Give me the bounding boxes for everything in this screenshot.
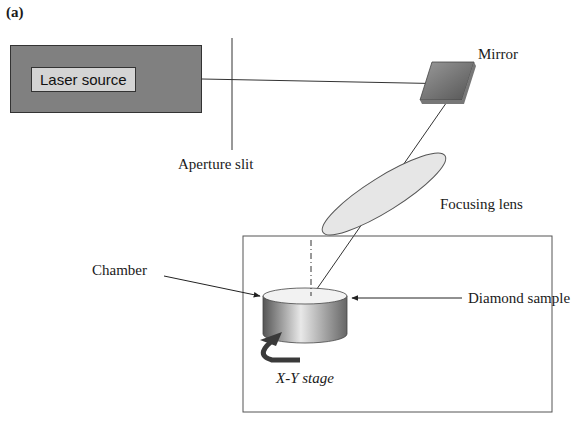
part-label: Aperture slit: [178, 156, 253, 173]
leader-line: [164, 276, 260, 296]
panel-label: (a): [6, 4, 24, 21]
focusing-lens: [314, 141, 454, 246]
part-label: Focusing lens: [440, 196, 523, 213]
part-label: Chamber: [92, 262, 147, 279]
chamber: [243, 236, 552, 412]
laser-beam: [312, 86, 458, 296]
part-label: X-Y stage: [276, 370, 334, 387]
node-label: Laser source: [31, 67, 136, 92]
part-label: Diamond sample: [468, 290, 570, 307]
aperture-slit: [232, 38, 233, 150]
laser-source-box: Laser source: [10, 45, 202, 113]
mirror-edge: [420, 62, 476, 104]
part-label: Mirror: [478, 46, 518, 63]
sample-top: [263, 288, 347, 304]
axis-line: [311, 240, 312, 296]
rotation-arrowhead: [260, 332, 282, 346]
laser-beam: [202, 79, 458, 84]
leader-line: [352, 298, 462, 299]
